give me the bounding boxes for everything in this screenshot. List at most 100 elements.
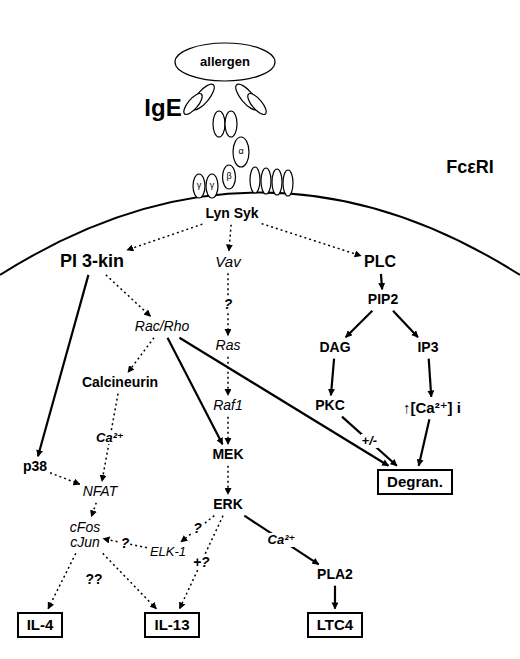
node-text: ↑[Ca²⁺] i	[403, 400, 461, 417]
solid-arrow	[419, 419, 430, 466]
edge-label: +?	[192, 555, 211, 570]
node-text: PLC	[364, 253, 396, 271]
dotted-arrow	[180, 516, 223, 609]
cell-membrane	[0, 193, 520, 276]
node-text: NFAT	[83, 484, 117, 499]
dotted-arrow	[48, 553, 76, 608]
node-text: MEK	[212, 447, 243, 462]
edge-label: +/-	[361, 434, 379, 448]
node-text: p38	[23, 459, 47, 474]
beta-domain	[250, 167, 260, 193]
pathway-node: MEK	[212, 447, 243, 462]
diagram-label: ??	[85, 572, 102, 587]
diagram-label: FcεRI	[446, 158, 494, 178]
node-text: Ras	[216, 338, 241, 353]
solid-arrow	[346, 311, 373, 338]
node-text: PIP2	[368, 292, 398, 307]
edge-label: Ca²⁺	[95, 431, 125, 445]
diagram-label: allergen	[200, 55, 250, 69]
edge-label: ?	[223, 297, 234, 312]
solid-arrow	[168, 338, 223, 445]
pathway-node: ERK	[213, 497, 243, 512]
solid-arrow	[331, 359, 334, 396]
solid-arrow	[381, 274, 382, 290]
dotted-arrow	[227, 357, 229, 396]
diagram-label: IgE	[144, 95, 181, 121]
dotted-arrow	[106, 275, 151, 316]
dotted-arrow	[91, 503, 96, 517]
pathway-node: NFAT	[83, 484, 117, 499]
dotted-arrow	[128, 338, 154, 373]
pathway-node: Rac/Rho	[135, 319, 189, 334]
outcome-box: IL-13	[144, 612, 199, 639]
node-text: PI 3-kin	[60, 252, 124, 272]
pathway-node: p38	[23, 459, 47, 474]
gamma-chain	[206, 174, 218, 198]
node-text: Raf1	[213, 398, 243, 413]
beta-domain	[272, 169, 282, 195]
pathway-node: PIP2	[368, 292, 398, 307]
ige-receptor	[175, 43, 293, 198]
pathway-node: PI 3-kin	[60, 252, 124, 272]
pathway-node: DAG	[319, 340, 350, 355]
pathway-node: Ras	[216, 338, 241, 353]
solid-arrow	[393, 311, 418, 338]
ige-stem	[213, 111, 225, 137]
solid-arrow	[429, 359, 432, 397]
pathway-node: Vav	[215, 254, 240, 271]
chain-letter: α	[238, 147, 243, 157]
pathway-node: PKC	[315, 398, 345, 413]
node-text: Calcineurin	[82, 375, 158, 390]
pathway-node: Raf1	[213, 398, 243, 413]
chain-letter: γ	[197, 181, 202, 191]
pathway-node: cFos cJun	[70, 520, 100, 551]
node-text: Degran.	[387, 474, 443, 491]
chain-letter: β	[226, 172, 231, 182]
pathway-node: Calcineurin	[82, 375, 158, 390]
dotted-arrow	[262, 224, 361, 256]
dotted-arrow	[227, 417, 229, 445]
node-text: ELK-1	[150, 545, 186, 559]
beta-domain	[261, 168, 271, 194]
chain-letter: γ	[210, 181, 215, 191]
node-text: IL-13	[154, 617, 189, 634]
dotted-arrow	[50, 473, 80, 484]
node-text: Lyn Syk	[205, 206, 258, 221]
beta-chain	[223, 165, 236, 189]
dotted-arrow	[127, 224, 202, 250]
edge-label: ?	[192, 521, 203, 536]
outcome-box: Degran.	[377, 469, 453, 496]
alpha-chain	[233, 137, 249, 167]
pathway-node: ↑[Ca²⁺] i	[403, 400, 461, 417]
node-text: PKC	[315, 398, 345, 413]
pathway-node: ELK-1	[150, 545, 186, 559]
outcome-box: LTC4	[307, 612, 363, 639]
ige-arm	[181, 91, 205, 117]
solid-arrow	[334, 586, 336, 609]
node-text: cFos cJun	[70, 520, 100, 551]
node-text: LTC4	[317, 617, 353, 634]
node-text: Vav	[215, 254, 240, 271]
allergen-shape	[175, 43, 275, 81]
node-text: ERK	[213, 497, 243, 512]
pathway-node: PLA2	[317, 567, 353, 582]
pathway-node: IP3	[417, 340, 438, 355]
node-text: DAG	[319, 340, 350, 355]
node-text: PLA2	[317, 567, 353, 582]
solid-arrow	[179, 338, 388, 466]
node-text: IL-4	[27, 617, 54, 634]
dotted-arrow	[103, 553, 157, 608]
node-text: IP3	[417, 340, 438, 355]
gamma-chain	[193, 174, 205, 198]
edge-label: ?	[120, 536, 131, 551]
pathway-node: Lyn Syk	[205, 206, 258, 221]
dotted-arrow	[181, 516, 214, 542]
pathway-node: PLC	[364, 253, 396, 271]
outcome-box: IL-4	[17, 612, 64, 639]
ige-arm	[245, 91, 269, 117]
node-text: Rac/Rho	[135, 319, 189, 334]
solid-arrow	[38, 275, 88, 456]
ige-stem	[225, 111, 237, 137]
